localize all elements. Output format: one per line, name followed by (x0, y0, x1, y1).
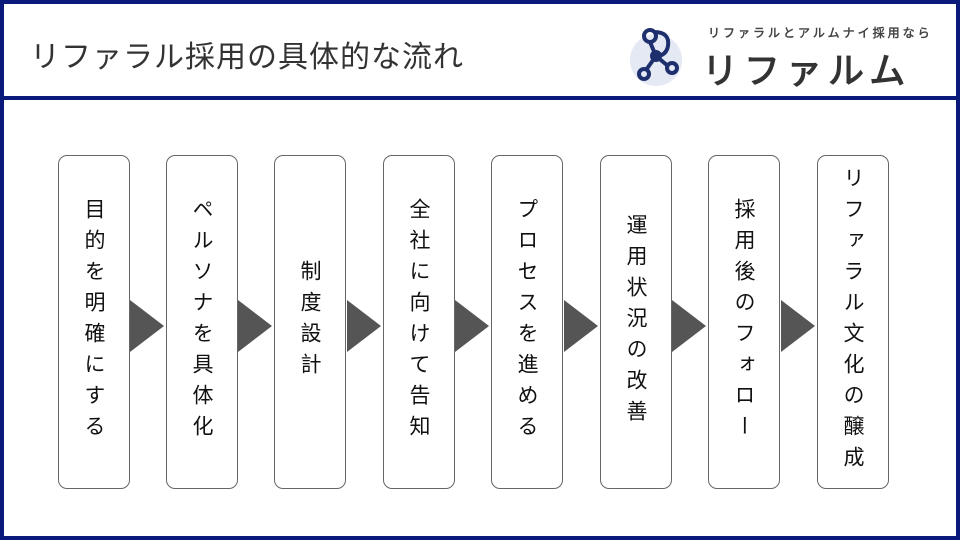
step-label: プロセスを進める (515, 198, 539, 446)
step-box: 制度設計 (274, 155, 346, 489)
step-box: プロセスを進める (491, 155, 563, 489)
step-label: 運用状況の改善 (624, 213, 648, 431)
step-label: リファラル文化の醸成 (841, 167, 865, 477)
logo: リファラルとアルムナイ採用なら リファルム (626, 22, 936, 92)
header: リファラル採用の具体的な流れ リファラルとアルムナイ採用なら リファルム (4, 4, 956, 100)
logo-tagline: リファラルとアルムナイ採用なら (708, 26, 933, 40)
step-label: 目的を明確にする (82, 198, 106, 446)
step-box: ペルソナを具体化 (166, 155, 238, 489)
arrow-right-icon (672, 300, 706, 352)
arrow-right-icon (455, 300, 489, 352)
step-box: 運用状況の改善 (600, 155, 672, 489)
arrow-right-icon (347, 300, 381, 352)
step-label: ペルソナを具体化 (190, 198, 214, 446)
step-label: 制度設計 (298, 260, 322, 384)
step-label: 採用後のフォロー (732, 198, 756, 446)
arrow-right-icon (238, 300, 272, 352)
step-box: 全社に向けて告知 (383, 155, 455, 489)
arrow-right-icon (564, 300, 598, 352)
step-box: リファラル文化の醸成 (817, 155, 889, 489)
logo-network-icon (630, 28, 682, 86)
logo-name: リファルム (702, 51, 912, 92)
step-box: 採用後のフォロー (708, 155, 780, 489)
step-label: 全社に向けて告知 (407, 198, 431, 446)
arrow-right-icon (781, 300, 815, 352)
page-title: リファラル採用の具体的な流れ (30, 40, 464, 75)
step-box: 目的を明確にする (58, 155, 130, 489)
arrow-right-icon (130, 300, 164, 352)
